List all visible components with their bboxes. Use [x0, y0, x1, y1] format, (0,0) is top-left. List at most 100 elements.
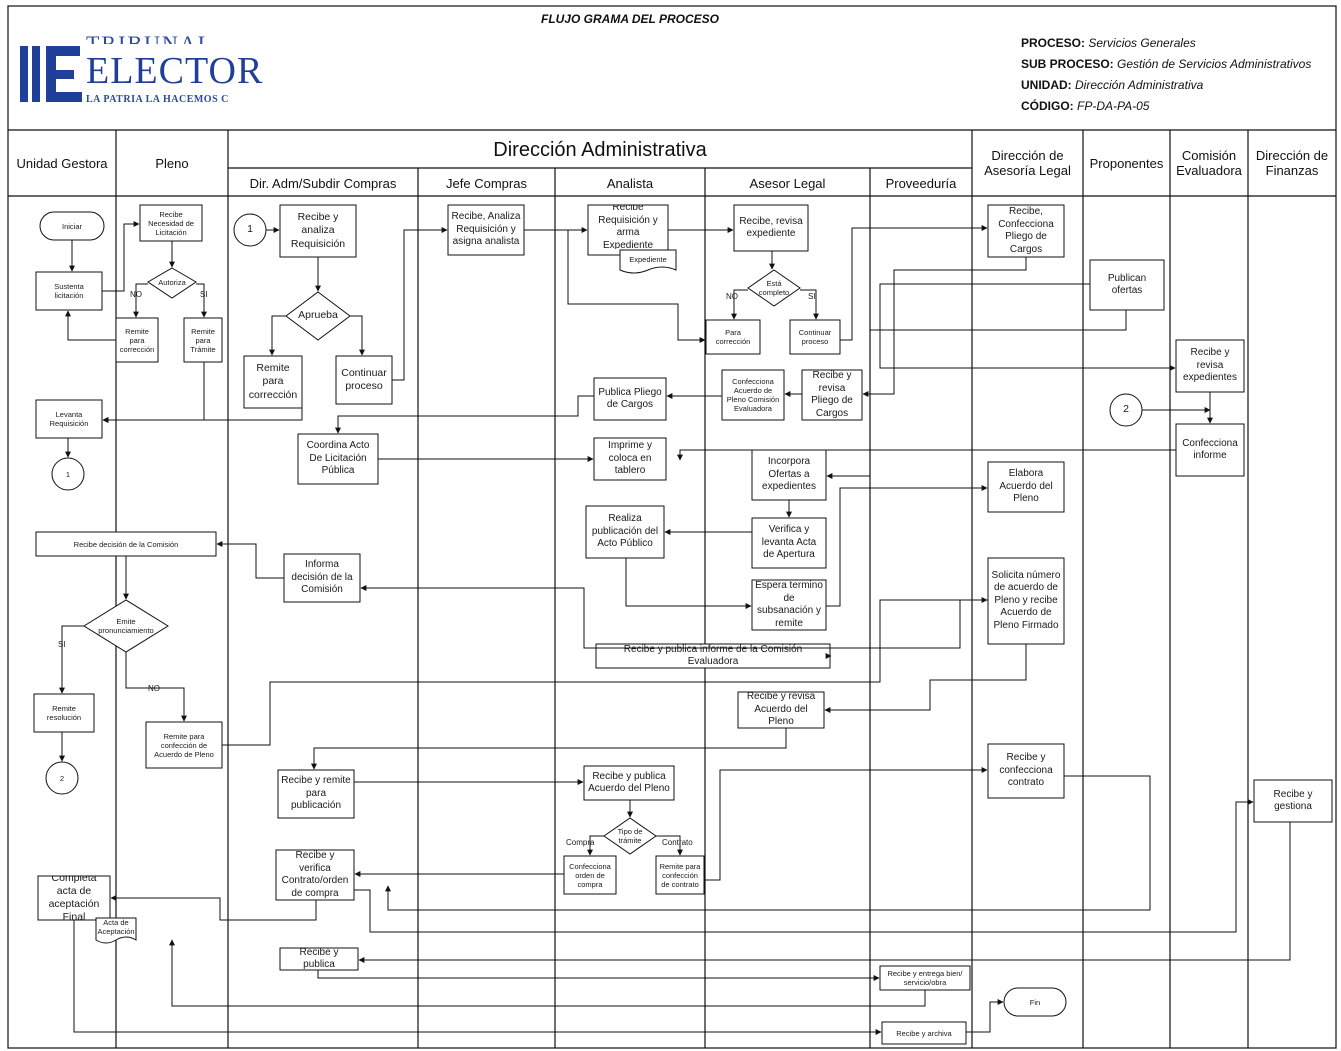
node-asesor-recibe-revisa: Recibe, revisa expediente [739, 215, 803, 240]
node-remite-correccion-pleno: Remite para corrección [119, 326, 155, 354]
node-analista-recibe: Recibe Requisición y arma Expediente [598, 205, 658, 249]
doc-acta-aceptacion: Acta de Aceptación [97, 918, 135, 936]
flow-arrow [360, 585, 988, 649]
shape-remite-correccion-d [243, 355, 303, 409]
shape-conn2-b [45, 761, 79, 795]
logo-tagline: LA PATRIA LA HACEMOS C [86, 94, 229, 105]
flow-arrow [385, 775, 1151, 911]
flow-arrow [133, 283, 148, 318]
node-recibe-revisa-expedientes: Recibe y revisa expedientes [1183, 347, 1237, 384]
shape-incorpora [751, 449, 827, 501]
flow-arrow [73, 920, 882, 1035]
flow-arrow [222, 597, 988, 746]
node-incorpora-ofertas: Incorpora Ofertas a expedientes [762, 456, 816, 493]
shape-esta-completo [747, 269, 801, 307]
node-autoriza: Autoriza [158, 277, 186, 287]
lane-asesor-legal: Asesor Legal [749, 175, 826, 191]
logo-main-text: ELECTOR [86, 50, 264, 92]
connector-1-a: 1 [65, 469, 71, 479]
node-recibe-revisa-pliego: Recibe y revisa Pliego de Cargos [811, 370, 853, 419]
node-publica-pliego: Publica Pliego de Cargos [598, 386, 662, 411]
node-coordina-acto: Coordina Acto De Licitación Pública [306, 440, 370, 477]
flow-arrow [65, 310, 116, 341]
shape-publica-pliego [593, 377, 667, 421]
label-emite-si: SI [58, 640, 66, 649]
lane-proveeduria: Proveeduría [885, 175, 957, 191]
shape-recibe-decision [35, 531, 217, 557]
flow-arrow [392, 227, 448, 381]
flow-arrow [216, 541, 284, 579]
node-remite-confeccion-acuerdo: Remite para confección de Acuerdo de Ple… [154, 731, 214, 759]
flow-arrow [102, 221, 140, 292]
flow-arrow [567, 230, 706, 343]
node-sustenta: Sustenta licitación [54, 282, 84, 300]
flow-arrow [862, 257, 1027, 397]
lane-analista: Analista [606, 175, 654, 191]
shape-autoriza [147, 267, 197, 299]
lane-unidad-gestora: Unidad Gestora [16, 155, 108, 171]
node-recibe-remite-publicacion: Recibe y remite para publicación [281, 775, 351, 812]
node-emite: Emite pronunciamiento [98, 617, 154, 635]
shape-elabora-acuerdo [987, 461, 1065, 513]
shape-analista-recibe [587, 204, 669, 256]
node-remite-resolucion: Remite resolución [46, 704, 82, 722]
label-esta-si: SI [808, 292, 816, 301]
shape-completa-acta [37, 875, 111, 921]
node-remite-tramite: Remite para Trámite [190, 326, 216, 354]
shape-recibe-revisa-exp [1175, 339, 1245, 393]
shape-imprime [593, 437, 667, 481]
flow-arrow [59, 625, 84, 694]
flow-arrow [269, 315, 286, 356]
flow-arrow [840, 225, 988, 341]
node-recibe-publica: Recibe y publica [299, 948, 339, 970]
node-confecciona-informe: Confecciona informe [1182, 437, 1238, 462]
shape-dal-pliego [987, 204, 1065, 258]
shape-verifica-acta [751, 517, 827, 569]
shape-espera [751, 579, 827, 631]
node-recibe-necesidad: Recibe Necesidad de Licitación [148, 209, 194, 237]
flow-arrow [824, 644, 1027, 713]
meta-codigo: CÓDIGO: FP-DA-PA-05 [1021, 99, 1150, 113]
shape-confecciona-informe [1175, 423, 1245, 477]
shape-acta-doc [95, 917, 137, 944]
outer-frame [7, 5, 1337, 1049]
shape-expediente-doc [619, 249, 677, 274]
flow-arrow [311, 728, 787, 770]
shape-remite-resolucion [33, 693, 95, 733]
node-continuar-proceso-asesor: Continuar proceso [798, 328, 832, 346]
shape-jefe-recibe [447, 204, 525, 256]
connector-2-a: 2 [1123, 403, 1129, 416]
label-autoriza-si: SI [200, 290, 208, 299]
node-levanta: Levanta Requisición [49, 410, 89, 428]
shape-recibe-archiva [881, 1021, 967, 1045]
shape-recibe-revisa-pliego [801, 369, 863, 421]
node-completa-acta: Completa acta de aceptación Final [48, 876, 100, 920]
logo-top-text: TRIBUNAL [86, 31, 214, 44]
node-aprueba: Aprueba [298, 309, 338, 322]
flow-arrow [625, 558, 752, 609]
node-imprime-tablero: Imprime y coloca en tablero [608, 440, 652, 477]
node-publican-ofertas: Publican ofertas [1107, 272, 1147, 297]
node-verifica-acta: Verifica y levanta Acta de Apertura [761, 524, 817, 561]
node-recibe-publica-acuerdo: Recibe y publica Acuerdo del Pleno [588, 770, 670, 795]
flow-arrow [826, 310, 1127, 479]
shape-levanta [35, 399, 103, 439]
node-jefe-recibe-analiza: Recibe, Analiza Requisición y asigna ana… [451, 211, 521, 248]
node-continuar-proceso-dir: Continuar proceso [341, 366, 387, 392]
flow-arrow [169, 939, 926, 1007]
node-recibe-decision: Recibe decisión de la Comisión [73, 539, 179, 549]
lane-dir-adm: Dir. Adm/Subdir Compras [249, 175, 397, 191]
flow-arrow [354, 799, 1254, 933]
shape-recibe-gestiona [1253, 779, 1333, 823]
flow-arrow [102, 408, 303, 423]
node-esta-completo: Está completo [758, 279, 790, 297]
flow-arrow [335, 395, 594, 434]
shape-recibe-publica-acuerdo [583, 765, 675, 801]
shape-confecciona-orden [563, 855, 617, 895]
label-contrato: Contrato [662, 838, 693, 847]
shape-aprueba [285, 291, 351, 341]
lane-direccion-finanzas: Dirección de Finanzas [1255, 148, 1329, 178]
flow-arrow [656, 835, 683, 856]
lane-comision-evaluadora: Comisión Evaluadora [1176, 148, 1242, 178]
